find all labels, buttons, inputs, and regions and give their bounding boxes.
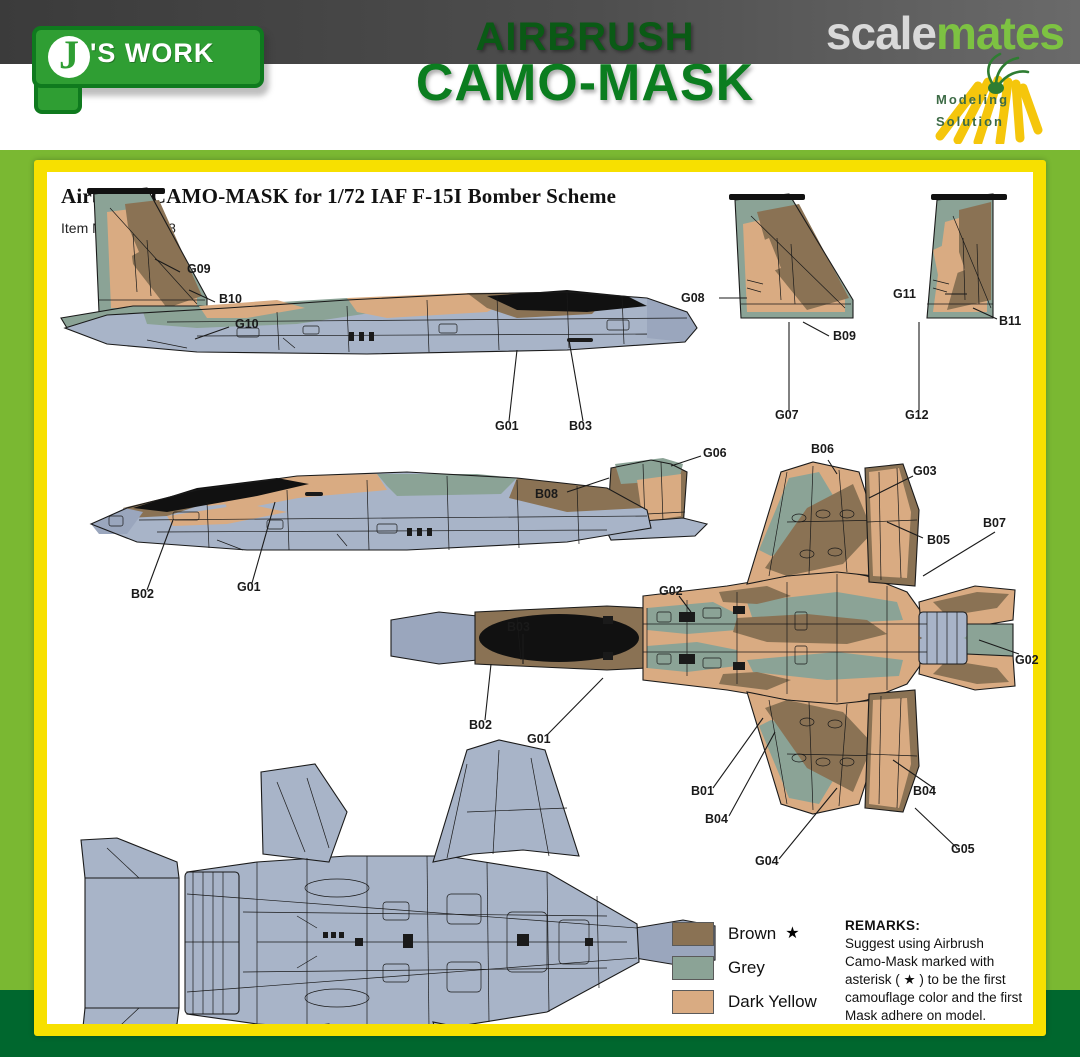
callout-g02-rear: G02 <box>1015 653 1039 667</box>
callout-b09: B09 <box>833 329 856 343</box>
callout-b04-left: B04 <box>705 812 728 826</box>
callout-b04-right: B04 <box>913 784 936 798</box>
view-tail-fin-right <box>918 193 1007 410</box>
callout-g01-side: G01 <box>237 580 261 594</box>
page-header: J 'S WORK AIRBRUSH CAMO-MASK scalemates <box>0 0 1080 150</box>
callout-b11: B11 <box>999 314 1022 328</box>
callout-b03-top: B03 <box>507 620 530 634</box>
callout-g04: G04 <box>755 854 779 868</box>
remarks-line-5: Mask adhere on model. <box>845 1008 987 1023</box>
banner-line-camo-mask: CAMO-MASK <box>415 54 755 112</box>
callout-g01-upper: G01 <box>495 419 519 433</box>
callout-b02-side: B02 <box>131 587 154 601</box>
legend-label-grey: Grey <box>728 958 765 977</box>
remarks-line-4: camouflage color and the first <box>845 990 1023 1005</box>
scalemates-part-mates: mates <box>936 7 1065 59</box>
view-top-plan <box>390 459 1020 860</box>
swatch-grey <box>672 956 714 980</box>
callout-b07: B07 <box>983 516 1006 530</box>
remarks-line-3: asterisk ( ★ ) to be the first <box>845 972 1006 987</box>
callout-b08: B08 <box>535 487 558 501</box>
callout-g01-top: G01 <box>527 732 551 746</box>
callout-g10: G10 <box>235 317 259 331</box>
callout-g11: G11 <box>893 287 916 301</box>
wheat-sprout-icon <box>935 52 1043 147</box>
view-bottom-plan <box>80 739 716 1024</box>
legend-row-dark-yellow: Dark Yellow <box>672 985 872 1019</box>
legend-label-dark-yellow: Dark Yellow <box>728 992 817 1011</box>
callout-g03: G03 <box>913 464 937 478</box>
callout-g12: G12 <box>905 408 929 422</box>
legend-row-grey: Grey <box>672 951 872 985</box>
remarks-block: REMARKS: Suggest using Airbrush Camo-Mas… <box>845 917 1035 1025</box>
callout-g06: G06 <box>703 446 727 460</box>
modeling-solution-line1: Modeling <box>936 92 1010 107</box>
view-lower-side-profile <box>89 455 709 591</box>
scalemates-part-scale: scale <box>825 7 937 59</box>
scalemates-watermark: scalemates <box>825 6 1065 60</box>
callout-g02-top: G02 <box>659 584 683 598</box>
swatch-dark-yellow <box>672 990 714 1014</box>
remarks-line-1: Suggest using Airbrush <box>845 936 984 951</box>
callout-g09: G09 <box>187 262 211 276</box>
banner-line-airbrush: AIRBRUSH <box>475 15 695 59</box>
callout-b05: B05 <box>927 533 950 547</box>
legend-row-brown: Brown ★ <box>672 917 872 951</box>
product-banner: AIRBRUSH CAMO-MASK <box>390 16 780 110</box>
callout-g05: G05 <box>951 842 975 856</box>
instruction-sheet: Airbrush CAMO-MASK for 1/72 IAF F-15I Bo… <box>47 172 1039 1025</box>
callout-g08: G08 <box>681 291 705 305</box>
remarks-title: REMARKS: <box>845 918 921 933</box>
color-legend: Brown ★ Grey Dark Yellow <box>672 917 872 1019</box>
view-upper-side-profile <box>60 187 698 422</box>
jswork-logo: J 'S WORK <box>32 26 272 114</box>
callout-b01: B01 <box>691 784 714 798</box>
callout-b06: B06 <box>811 442 834 456</box>
modeling-solution-line2: Solution <box>936 114 1004 129</box>
aircraft-drawings: .ol{stroke:#1a1a1a;stroke-width:1.1;fill… <box>60 187 1020 1024</box>
view-tail-fin-left <box>719 193 854 410</box>
remarks-line-2: Camo-Mask marked with <box>845 954 995 969</box>
callout-b02-top: B02 <box>469 718 492 732</box>
logo-j-letter: J <box>59 32 79 77</box>
swatch-brown <box>672 922 714 946</box>
logo-brand-text: 'S WORK <box>90 38 215 68</box>
callout-g07: G07 <box>775 408 799 422</box>
callout-b10: B10 <box>219 292 242 306</box>
modeling-solution-logo: Modeling Solution <box>922 52 1052 147</box>
logo-circle <box>48 36 90 78</box>
star-icon-brown: ★ <box>785 925 800 942</box>
drawings-stage: .ol{stroke:#1a1a1a;stroke-width:1.1;fill… <box>47 172 1039 1024</box>
callout-b03-upper: B03 <box>569 419 592 433</box>
legend-label-brown: Brown <box>728 924 777 943</box>
